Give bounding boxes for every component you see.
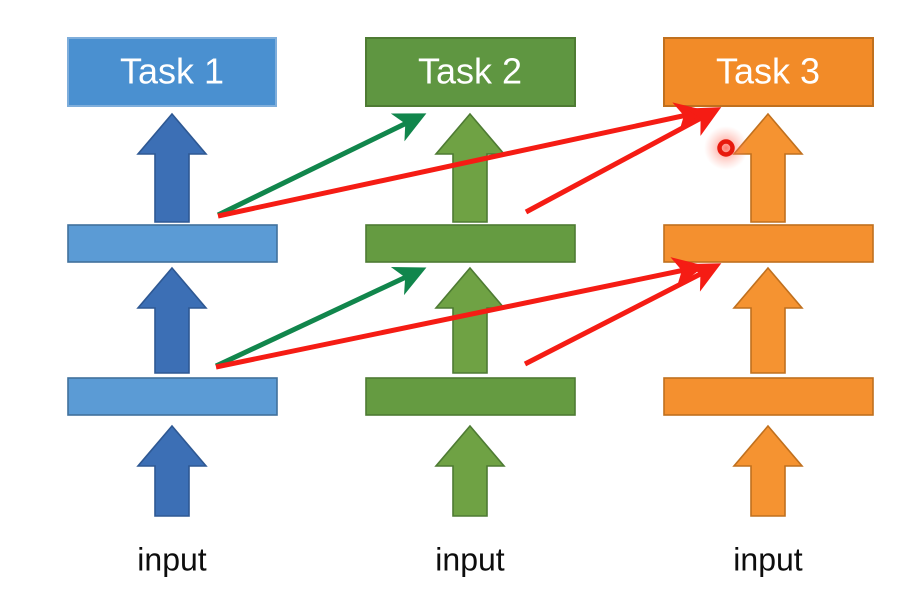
task1-layer-bar-lower[interactable] xyxy=(67,377,278,416)
task3-input-label: input xyxy=(733,541,803,577)
task2-title-box[interactable] xyxy=(365,37,576,107)
task2-arrow-bottom xyxy=(434,424,506,517)
task-column-task2: Task 2 input xyxy=(365,37,576,577)
task3-arrow-bottom xyxy=(732,424,804,517)
task3-arrow-mid xyxy=(732,266,804,374)
task3-layer-bar-upper[interactable] xyxy=(663,224,874,263)
task3-title-label: Task 3 xyxy=(716,51,820,92)
green-arrow-lower xyxy=(214,266,427,369)
task2-input-label: input xyxy=(435,541,505,577)
click-marker-ring xyxy=(717,139,735,157)
red-arrow-lower-short xyxy=(523,263,722,367)
cursor-click-marker xyxy=(704,126,748,170)
task-column-task3: Task 3 input xyxy=(663,37,874,577)
task1-arrow-mid xyxy=(136,266,208,374)
task1-input-label: input xyxy=(137,541,207,577)
green-arrow-upper xyxy=(216,113,427,218)
task1-title-box[interactable] xyxy=(67,37,277,107)
task3-title-box[interactable] xyxy=(663,37,874,107)
red-arrow-upper-long xyxy=(217,102,707,219)
task-column-task1: Task 1 input xyxy=(67,37,278,577)
task2-layer-bar-upper[interactable] xyxy=(365,224,576,263)
task1-arrow-top xyxy=(136,112,208,223)
cross-task-arrows xyxy=(214,102,722,370)
task3-layer-bar-lower[interactable] xyxy=(663,377,874,416)
task1-title-label: Task 1 xyxy=(120,51,224,92)
red-arrow-upper-short xyxy=(524,107,722,215)
task1-arrow-bottom xyxy=(136,424,208,517)
task2-layer-bar-lower[interactable] xyxy=(365,377,576,416)
task3-arrow-top xyxy=(732,112,804,223)
task2-title-label: Task 2 xyxy=(418,51,522,92)
task1-layer-bar-upper[interactable] xyxy=(67,224,278,263)
click-marker-glow xyxy=(704,126,748,170)
red-arrow-lower-long xyxy=(215,257,705,370)
